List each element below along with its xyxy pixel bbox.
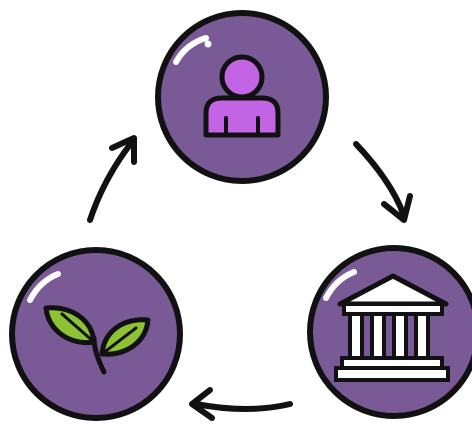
node-institution-circle [307,245,472,419]
node-nature-circle [9,247,183,421]
node-person-highlight [173,35,209,65]
person-icon [203,54,281,138]
bank-building-icon [334,273,450,382]
node-institution [307,245,472,419]
leaf-sprout-icon [43,305,151,375]
arrow-institution-to-nature [189,387,293,421]
node-nature-highlight [27,271,61,303]
node-institution-highlight [323,269,357,301]
arrow-nature-to-person [87,135,137,223]
arrow-person-to-institution [353,141,413,223]
node-nature [9,247,183,421]
node-person [155,10,329,184]
node-person-highlight-dot [204,40,212,48]
